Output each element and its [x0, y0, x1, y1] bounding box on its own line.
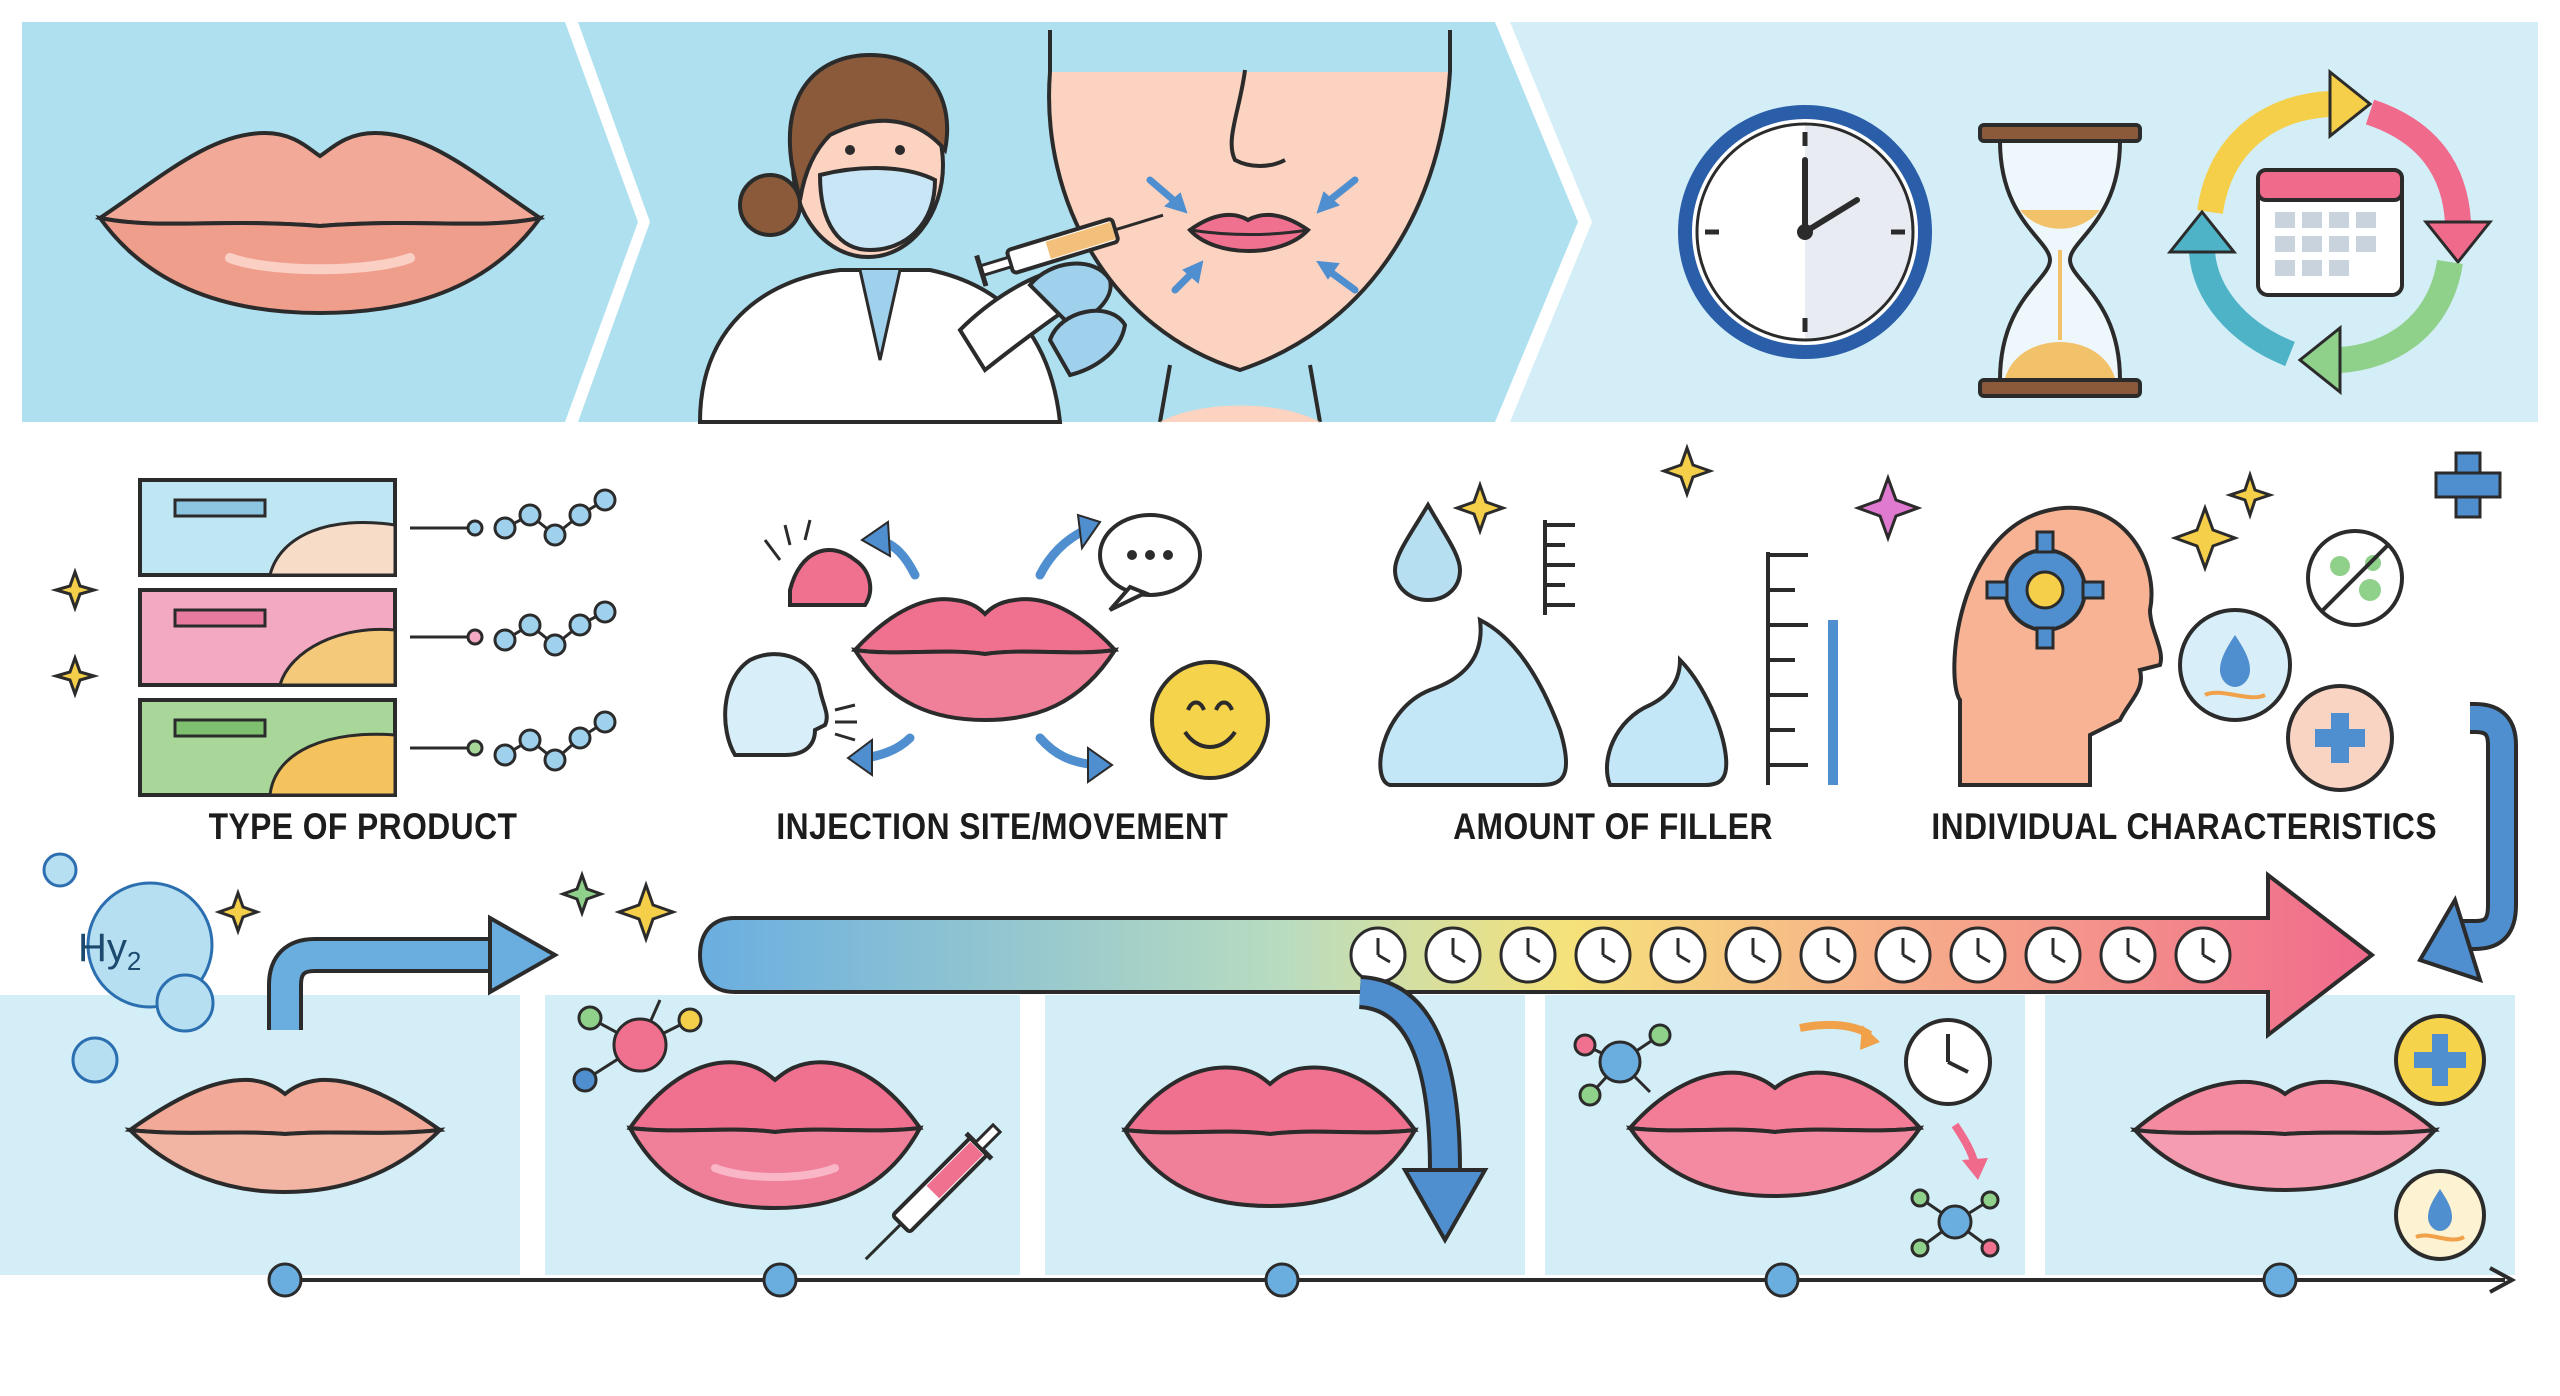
hourglass-icon	[1978, 123, 2142, 398]
factor-label-type-of-product: TYPE OF PRODUCT	[208, 806, 518, 847]
cycle-calendar-icon	[2166, 68, 2494, 396]
rise-arrow-icon	[267, 914, 560, 1030]
natural-lips-icon	[94, 130, 546, 316]
orange-arrow-icon	[1799, 1020, 1988, 1180]
timeline-clock-icon	[1349, 926, 1407, 984]
timeline-clock-icon	[1424, 926, 1482, 984]
molecule-icon-2	[1573, 1023, 1672, 1107]
timeline-clock-icon	[1799, 926, 1857, 984]
clock-icon	[1678, 105, 1932, 359]
timeline-clock-icon	[2099, 926, 2157, 984]
plus-badge-icon	[2394, 1014, 2486, 1106]
timeline-clock-icon	[1649, 926, 1707, 984]
timeline-clock-icon	[1874, 926, 1932, 984]
timeline-clock-icon	[1949, 926, 2007, 984]
timeline-lips-natural	[124, 1077, 446, 1195]
product-boxes-icon	[138, 478, 617, 797]
injection-procedure-icon	[697, 30, 1452, 424]
hy2-label: Hy2	[78, 926, 142, 976]
molecule-icon	[572, 999, 703, 1093]
timeline-axis	[267, 1262, 2517, 1298]
timeline-lips-filled	[626, 1060, 924, 1211]
timeline-lips-returned	[2129, 1079, 2441, 1193]
molecule-icon-3	[1910, 1188, 2000, 1258]
molecule-bubbles-icon	[42, 852, 215, 1084]
timeline-lips-degrading	[1625, 1070, 1925, 1199]
timeline-clocks	[1349, 926, 2232, 984]
factor-label-amount-of-filler: AMOUNT OF FILLER	[1453, 806, 1773, 847]
sparkle-icons	[50, 443, 2275, 944]
head-gear-icon	[1952, 451, 2502, 792]
return-arrow-icon	[2417, 702, 2518, 984]
progress-arrow	[697, 870, 2376, 1040]
filler-volume-icon	[1378, 501, 1838, 787]
factor-label-individual-characteristics: INDIVIDUAL CHARACTERISTICS	[1931, 806, 2437, 847]
factor-label-injection-site: INJECTION SITE/MOVEMENT	[776, 806, 1229, 847]
hydration-badge-icon	[2394, 1169, 2486, 1261]
small-clock-icon	[1904, 1018, 1992, 1106]
lip-movement-icon	[723, 513, 1270, 784]
timeline-lips-peak	[1121, 1065, 1419, 1209]
timeline-clock-icon	[2024, 926, 2082, 984]
timeline-clock-icon	[2174, 926, 2232, 984]
timeline-clock-icon	[1499, 926, 1557, 984]
decline-arrow-icon	[1358, 975, 1489, 1245]
timeline-clock-icon	[1574, 926, 1632, 984]
syringe-icon	[864, 1122, 1003, 1261]
timeline-clock-icon	[1724, 926, 1782, 984]
